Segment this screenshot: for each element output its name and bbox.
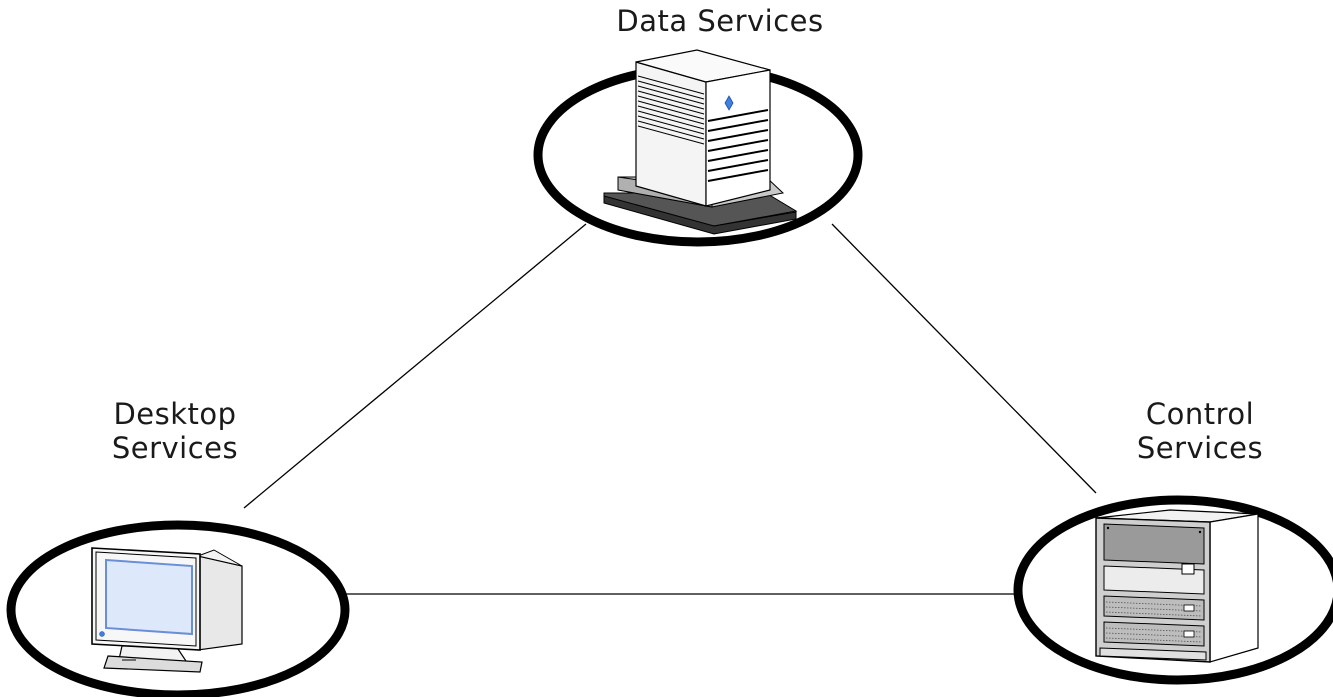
rack-server-icon [1095,509,1259,663]
connector-data-control [831,223,1097,494]
desktop-services-label: Desktop Services [60,397,290,465]
desktop-computer-icon [91,547,243,673]
control-services-label: Control Services [1090,397,1310,465]
data-services-label: Data Services [560,4,880,38]
control-services-label-line2: Services [1136,431,1264,465]
control-services-node [1013,495,1333,685]
rack-grille [1103,595,1205,647]
connector-data-desktop [243,223,587,509]
server-tower-icon [603,49,798,235]
control-services-label-line1: Control [1145,397,1255,431]
data-services-node [533,49,863,247]
desktop-services-label-line2: Services [111,431,239,465]
desktop-services-node [6,520,350,697]
data-services-label-line1: Data Services [616,4,824,38]
desktop-services-label-line1: Desktop [113,397,237,431]
